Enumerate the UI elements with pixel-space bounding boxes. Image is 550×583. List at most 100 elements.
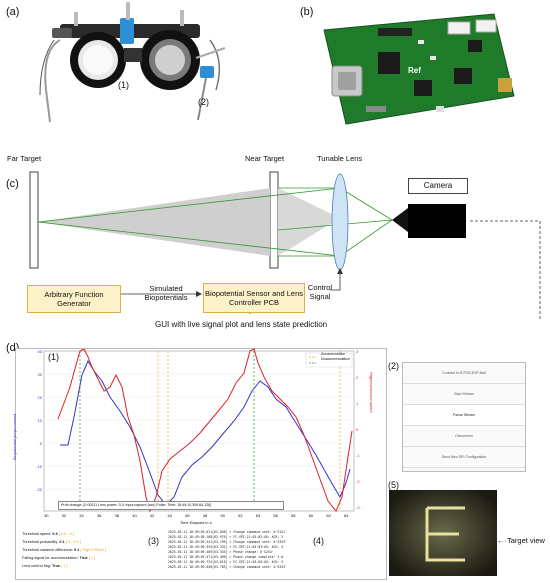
log-entry: 2025-03-11 18:49:09,341[63.199] > Change…: [168, 540, 287, 544]
setting-range: [ 0.0 - 5 ]: [58, 532, 74, 536]
y-right-tick: 2: [356, 375, 359, 380]
setting-row: Threshold probability: 0.1 [ 0 - 0.5 ]: [22, 538, 152, 546]
y-left-tick: 30: [37, 372, 42, 377]
legend-accommodation: Accommodation: [321, 352, 346, 356]
camera-label: Camera: [408, 178, 468, 194]
setting-row: Failing signal for accommodation: True […: [22, 554, 152, 562]
setting-value[interactable]: 0.1: [59, 540, 66, 544]
status-box: Prob change: [0.00011 Lens power: 3.0; i…: [58, 501, 284, 510]
y-left-tick: 0: [39, 441, 42, 446]
gui-caption: GUI with live signal plot and lens state…: [155, 320, 328, 329]
y-right-tick: 0: [356, 427, 359, 432]
x-tick: 46: [185, 513, 190, 518]
x-axis-label: Time Elapsed in s: [180, 520, 212, 525]
x-tick: 30: [44, 513, 49, 518]
glasses-label-1: (1): [118, 80, 129, 90]
setting-range: [ 0 - 0.5 ]: [65, 540, 81, 544]
arbitrary-function-generator-box: Arbitrary Function Generator: [27, 285, 121, 313]
gui-button[interactable]: Send New SPI Configuration: [403, 447, 525, 468]
gui-button[interactable]: Pause Stream: [403, 405, 525, 426]
x-tick: 62: [326, 513, 331, 518]
gui-region-1: (1): [48, 352, 59, 362]
log-entry: 2025-03-11 18:49:09,469[63.333] > Phase …: [168, 550, 274, 554]
optical-setup-diagram: [29, 171, 541, 320]
x-tick: 44: [167, 513, 172, 518]
setting-row: Threshold speed: 0.6 [ 0.0 - 5 ]: [22, 530, 152, 538]
settings-panel: Threshold speed: 0.6 [ 0.0 - 5 ]Threshol…: [22, 530, 152, 570]
gui-region-3: (3): [148, 536, 159, 546]
x-tick: 32: [61, 513, 67, 518]
pcb-photo: [323, 13, 515, 125]
target-view-image: [389, 490, 497, 576]
y-right-tick: 1: [356, 401, 359, 406]
log-entry: 2025-03-11 18:49:09,571[63.496] > Phase …: [168, 555, 284, 559]
target-view-text: Target view: [507, 536, 545, 545]
x-tick: 50: [220, 513, 225, 518]
y-right-axis-label: Higpass/second speed: [369, 372, 374, 413]
panel-label-a: (a): [6, 6, 20, 18]
panel-label-b: (b): [300, 6, 314, 18]
setting-label: Threshold variance difference:: [22, 548, 75, 552]
target-view-label: ←·Target view: [497, 536, 545, 545]
setting-label: Threshold probability:: [22, 540, 60, 544]
log-entry: 2025-03-11 18:49:09,011[62.848] > Change…: [168, 530, 287, 534]
gui-button[interactable]: Start Stream: [403, 384, 525, 405]
pcb-box: Biopotential Sensor and Lens Controller …: [203, 283, 305, 313]
log-panel: 2025-03-11 18:49:09,011[62.848] > Change…: [168, 530, 308, 570]
tunable-lens-label: Tunable Lens: [317, 154, 363, 163]
glasses-photo: [39, 2, 226, 123]
y-left-tick: 10: [37, 418, 42, 423]
setting-value[interactable]: 0.6: [52, 532, 59, 536]
glasses-label-2: (2): [198, 97, 209, 107]
signal-plot: [43, 348, 355, 513]
setting-range: [ 1 ]: [88, 556, 96, 560]
log-entry: 2025-03-11 18:49:09,725[63.616] > FC-SPI…: [168, 560, 284, 564]
simulated-biopotentials-label: Simulated Biopotentials: [144, 284, 188, 302]
y-right-tick: -3: [356, 505, 360, 510]
gui-region-5: (5): [388, 480, 399, 490]
setting-range: [ 1 ]: [61, 564, 68, 568]
y-left-axis-label: Biopotential preprocessed: [12, 413, 17, 460]
x-tick: 48: [202, 513, 208, 518]
x-tick: 38: [114, 513, 120, 518]
y-left-tick: 40: [37, 349, 42, 354]
x-tick: 58: [291, 513, 296, 518]
x-tick: 54: [255, 513, 261, 518]
control-signal-label: Control Signal: [307, 283, 333, 301]
setting-value[interactable]: True: [51, 564, 62, 568]
setting-value[interactable]: 0.1: [74, 548, 81, 552]
setting-label: Failing signal for accommodation:: [22, 556, 80, 560]
x-tick: 64: [344, 513, 349, 518]
y-left-tick: -10: [36, 464, 42, 469]
log-entry: 2025-03-11 18:49:09,355[63.232] > FC-SPI…: [168, 545, 284, 549]
setting-range: [ High 0 Piece ]: [80, 548, 107, 552]
setting-label: Threshold speed:: [22, 532, 53, 536]
x-tick: 56: [273, 513, 278, 518]
y-left-tick: -20: [36, 487, 42, 492]
y-right-tick: -2: [356, 479, 360, 484]
gui-region-2: (2): [388, 361, 399, 371]
setting-value[interactable]: True: [79, 556, 89, 560]
setting-row: Lens control flag: True [ 1 ]: [22, 562, 152, 570]
panel-label-c: (c): [6, 178, 19, 190]
x-tick: 40: [132, 513, 137, 518]
legend-disaccommodation: Disaccommodation: [321, 357, 350, 361]
setting-label: Lens control flag:: [22, 564, 52, 568]
x-tick: 36: [96, 513, 102, 518]
gui-button[interactable]: Disconnect: [403, 426, 525, 447]
log-entry: 2025-03-11 18:49:09,168[62.976] > FC-SPI…: [168, 535, 284, 539]
far-target-label: Far Target: [7, 154, 42, 163]
y-right-tick: 3: [356, 349, 359, 354]
log-entry: 2025-03-11 18:49:09,850[63.783] > Change…: [168, 565, 287, 569]
x-tick: 52: [238, 513, 243, 518]
gui-region-4: (4): [313, 536, 324, 546]
x-tick: 42: [149, 513, 155, 518]
near-target-label: Near Target: [245, 154, 285, 163]
pcb-label-ref: Ref: [408, 66, 421, 75]
y-left-tick: 20: [37, 395, 42, 400]
gui-button[interactable]: Connect to B-PCB-ESP-Ball: [403, 363, 525, 384]
y-right-tick: -1: [356, 453, 360, 458]
x-tick: 60: [308, 513, 314, 518]
